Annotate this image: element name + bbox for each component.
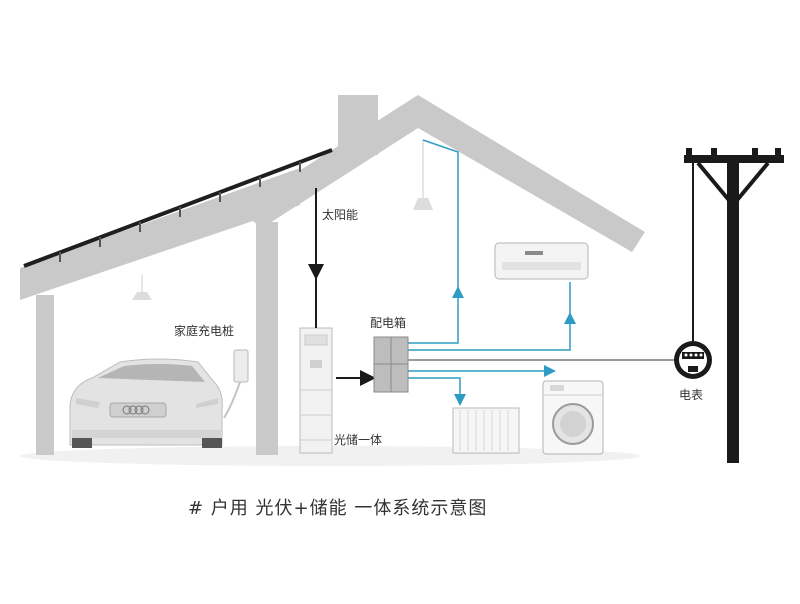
solar-panels	[23, 148, 333, 268]
washing-machine	[542, 380, 604, 455]
charger-cable	[223, 381, 241, 419]
distribution-flows	[408, 139, 576, 406]
carport-lamp	[132, 292, 152, 300]
label-storage-unit: 光储一体	[334, 433, 383, 447]
label-meter: 电表	[679, 388, 704, 402]
radiator	[452, 407, 520, 454]
electric-meter	[674, 341, 712, 379]
label-solar: 太阳能	[322, 208, 359, 222]
house-left-wall	[256, 222, 278, 455]
air-conditioner	[494, 242, 589, 280]
diagram-caption: # 户用 光伏+储能 一体系统示意图	[188, 498, 488, 519]
carport-post	[36, 295, 54, 455]
house-roof	[238, 95, 645, 252]
solar-panel-supports	[59, 162, 301, 262]
house-lamp	[413, 198, 433, 210]
storage-unit	[299, 327, 333, 454]
carport-roof	[20, 168, 300, 300]
label-charger: 家庭充电桩	[174, 324, 235, 338]
distribution-box	[373, 336, 409, 393]
utility-pole	[684, 148, 784, 463]
home-charger	[233, 349, 249, 383]
label-distribution-box: 配电箱	[370, 316, 407, 330]
electric-car	[69, 358, 223, 448]
